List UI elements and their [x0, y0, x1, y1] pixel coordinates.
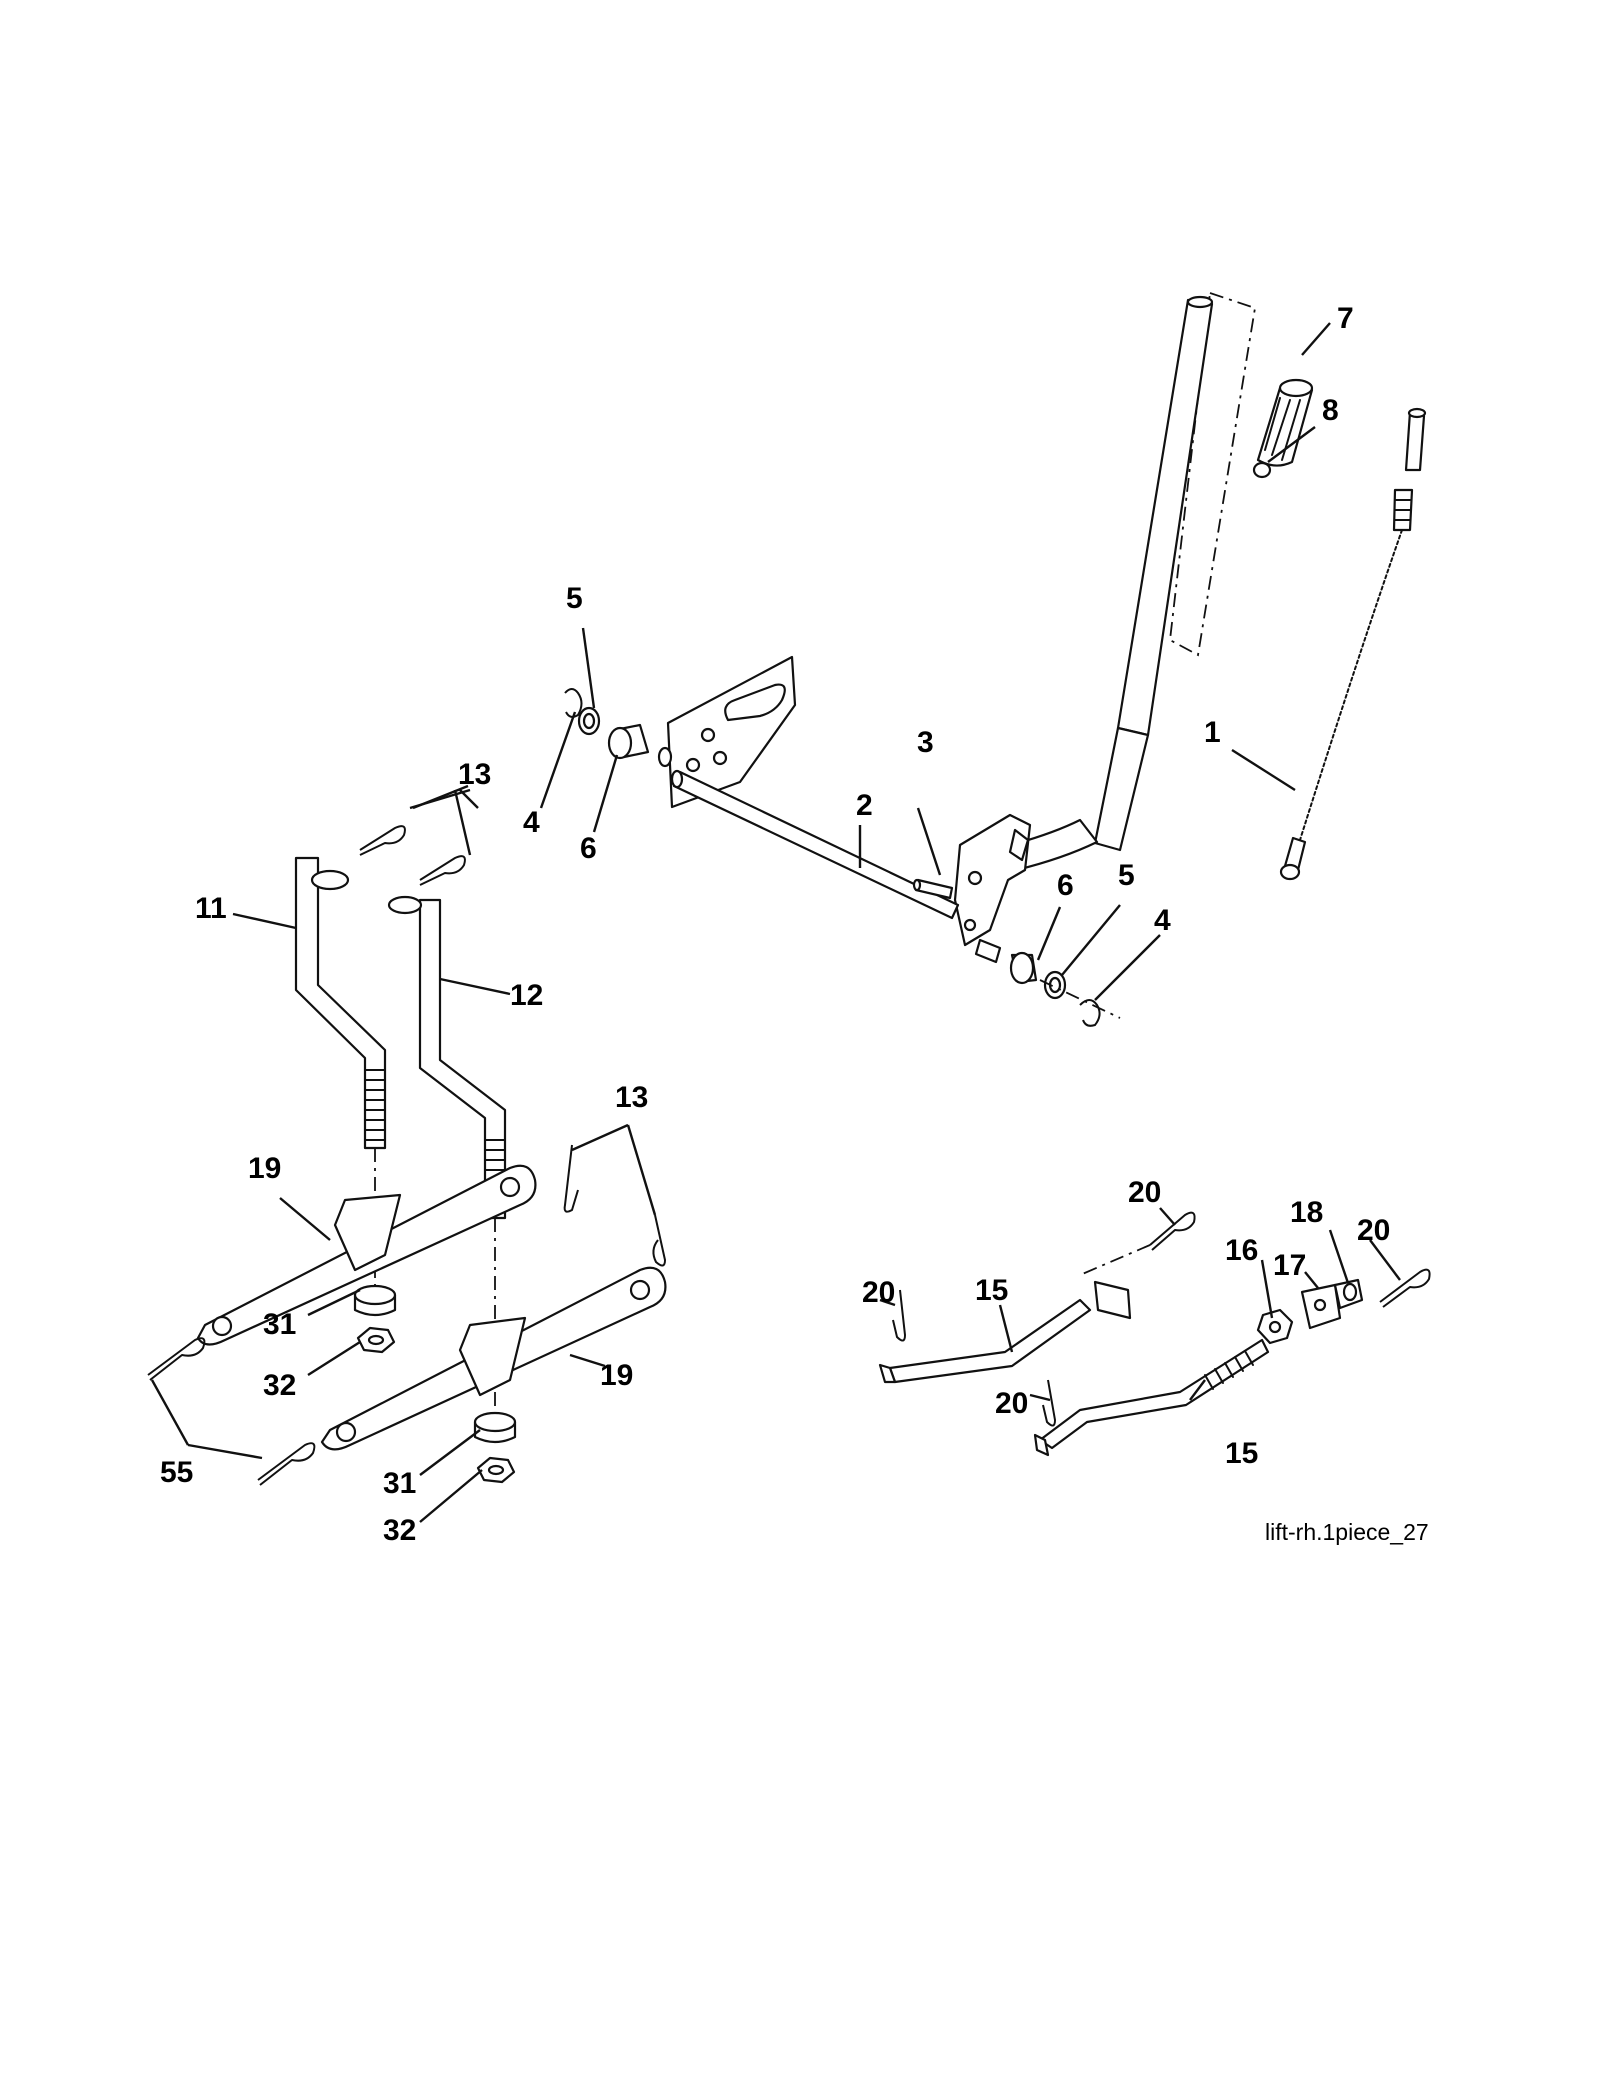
hairpin-clip-20 — [892, 1211, 1431, 1427]
hex-nut — [1256, 1308, 1294, 1345]
callout-4-right: 4 — [1154, 904, 1171, 937]
callout-31-upper: 31 — [263, 1308, 296, 1341]
callout-4-left: 4 — [523, 806, 540, 839]
callout-12: 12 — [510, 979, 543, 1012]
flange-nut — [1333, 1278, 1364, 1310]
lift-arm-lower — [320, 1266, 667, 1451]
lock-nut — [356, 1326, 516, 1484]
callout-20-lower: 20 — [995, 1387, 1028, 1420]
callout-16: 16 — [1225, 1234, 1258, 1267]
callout-6-left: 6 — [580, 832, 597, 865]
handle-grip — [1256, 378, 1314, 467]
bushing-left — [607, 723, 650, 760]
callout-18: 18 — [1290, 1196, 1323, 1229]
mounting-plate — [666, 655, 797, 809]
callout-8: 8 — [1322, 394, 1339, 427]
callout-labels: 7 8 1 3 2 5 4 6 6 5 4 13 11 12 13 19 19 … — [160, 302, 1390, 1547]
callout-11: 11 — [195, 892, 227, 925]
callout-20-left: 20 — [862, 1276, 895, 1309]
leader-lines — [150, 322, 1401, 1523]
lift-arm-upper — [196, 1164, 537, 1346]
callout-20-right: 20 — [1357, 1214, 1390, 1247]
lift-handle — [998, 291, 1257, 874]
callout-31-lower: 31 — [383, 1467, 416, 1500]
callout-19-lower: 19 — [600, 1359, 633, 1392]
drawing-id: lift-rh.1piece_27 — [1265, 1519, 1429, 1545]
callout-32-upper: 32 — [263, 1369, 296, 1402]
callout-2: 2 — [856, 789, 873, 822]
callout-19-upper: 19 — [248, 1152, 281, 1185]
handle-bracket — [953, 813, 1032, 947]
callout-5-right: 5 — [1118, 859, 1135, 892]
callout-5-left: 5 — [566, 582, 583, 615]
callout-55: 55 — [160, 1456, 193, 1489]
callout-20-top: 20 — [1128, 1176, 1161, 1209]
lift-cable — [1279, 407, 1427, 881]
callout-3: 3 — [917, 726, 934, 759]
callout-17: 17 — [1273, 1249, 1306, 1282]
callout-6-right: 6 — [1057, 869, 1074, 902]
callout-32-lower: 32 — [383, 1514, 416, 1547]
washer-left — [577, 706, 601, 736]
callout-7: 7 — [1337, 302, 1354, 335]
grip-insert — [1252, 461, 1272, 479]
spacer — [353, 1284, 517, 1444]
lift-rod-lower — [1033, 1338, 1270, 1457]
lift-shaft — [657, 746, 1002, 964]
callout-1: 1 — [1204, 716, 1221, 749]
hairpin-clip-55 — [147, 1337, 316, 1486]
lift-rod-upper — [878, 1244, 1151, 1384]
callout-13-mid: 13 — [615, 1081, 648, 1114]
roll-pin — [912, 878, 954, 900]
e-clip-left — [564, 688, 583, 718]
callout-15-lower: 15 — [1225, 1437, 1258, 1470]
callout-15-upper: 15 — [975, 1274, 1008, 1307]
washer-right — [1043, 970, 1067, 1000]
bushing-right — [1009, 951, 1038, 985]
trunnion — [1300, 1283, 1342, 1330]
e-clip-right — [1039, 979, 1121, 1027]
callout-13-top: 13 — [458, 758, 491, 791]
hairpin-clip — [359, 825, 666, 1267]
